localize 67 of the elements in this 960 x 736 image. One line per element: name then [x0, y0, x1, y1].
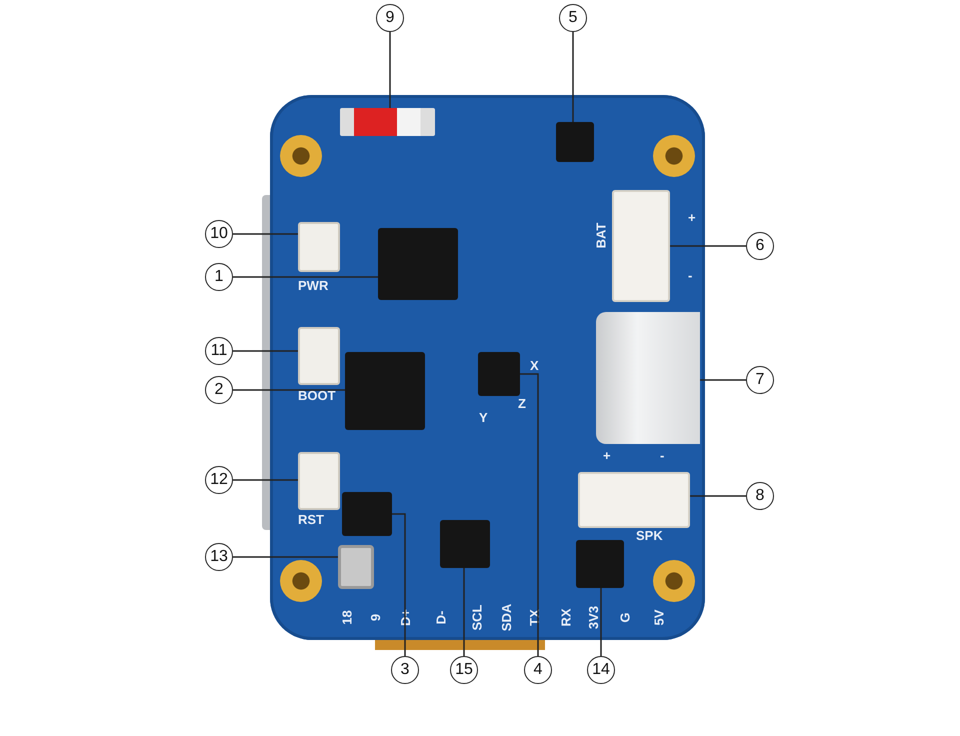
callout-number: 14 [587, 656, 615, 684]
microphone [338, 545, 374, 589]
silkscreen-label: 18 [340, 610, 355, 625]
leader-line [233, 233, 298, 235]
callout-number: 2 [205, 376, 233, 404]
silkscreen-label: D- [433, 610, 448, 624]
leader-line [233, 479, 298, 481]
circuit-board-picture [270, 95, 705, 640]
callout-number: 4 [524, 656, 552, 684]
leader-line [670, 245, 746, 247]
silkscreen-label: SCL [470, 604, 484, 630]
silkscreen-label: + [688, 210, 696, 225]
callout-number: 5 [559, 4, 587, 32]
silkscreen-label: + [603, 448, 611, 463]
leader-line [600, 588, 602, 656]
callout-number: 6 [746, 232, 774, 260]
slide-switch [340, 108, 435, 136]
chip [345, 352, 425, 430]
silkscreen-label: X [530, 358, 539, 373]
chip [440, 520, 490, 568]
speaker-connector [578, 472, 690, 528]
callout-number: 1 [205, 263, 233, 291]
push-button [298, 222, 340, 272]
callout-number: 10 [205, 220, 233, 248]
callout-number: 12 [205, 466, 233, 494]
silkscreen-label: PWR [298, 278, 328, 293]
silkscreen-label: SDA [499, 604, 514, 632]
leader-line [690, 495, 746, 497]
silkscreen-label: - [660, 448, 664, 463]
callout-number: 13 [205, 543, 233, 571]
leader-line [392, 513, 406, 656]
chip [342, 492, 392, 536]
leader-line [463, 568, 465, 656]
silkscreen-label: Y [479, 410, 488, 425]
leader-line [233, 276, 378, 278]
battery-connector [612, 190, 670, 302]
push-button [298, 452, 340, 510]
silkscreen-label: 3V3 [586, 606, 602, 630]
silkscreen-label: BOOT [298, 388, 336, 403]
silkscreen-label: RX [558, 608, 574, 627]
silkscreen-label: 5V [651, 610, 666, 626]
leader-line [233, 350, 298, 352]
leader-line [233, 389, 345, 391]
callout-number: 7 [746, 366, 774, 394]
leader-line [389, 32, 391, 108]
chip [478, 352, 520, 396]
chip [378, 228, 458, 300]
silkscreen-label: Z [518, 396, 526, 411]
silkscreen-label: - [688, 268, 692, 283]
leader-line [700, 379, 746, 381]
chip [576, 540, 624, 588]
silkscreen-label: 9 [368, 614, 384, 622]
leader-line [520, 373, 539, 656]
push-button [298, 327, 340, 385]
callout-number: 3 [391, 656, 419, 684]
silkscreen-label: BAT [593, 222, 608, 248]
callout-number: 11 [205, 337, 233, 365]
callout-number: 8 [746, 482, 774, 510]
callout-number: 9 [376, 4, 404, 32]
callout-number: 15 [450, 656, 478, 684]
usb-c-port [596, 312, 700, 444]
chip [556, 122, 594, 162]
silkscreen-label: G [618, 612, 633, 623]
silkscreen-label: SPK [636, 528, 663, 543]
leader-line [572, 32, 574, 122]
leader-line [233, 556, 338, 558]
silkscreen-label: RST [298, 512, 324, 527]
